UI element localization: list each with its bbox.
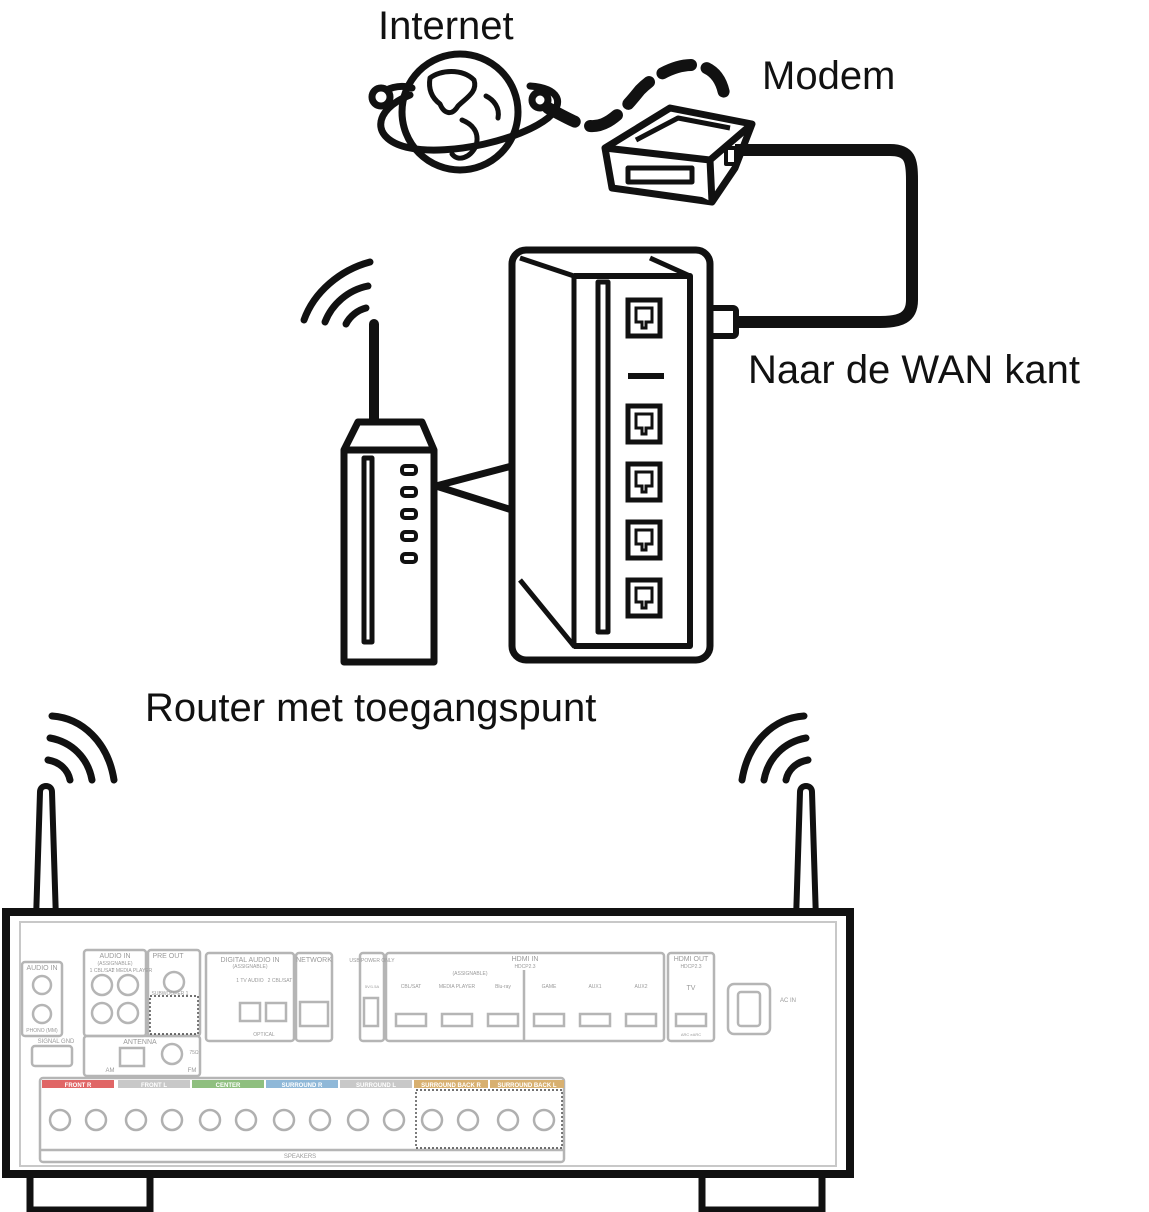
inactive-hatch — [149, 995, 563, 1149]
speaker-group-label: SURROUND BACK L — [498, 1083, 557, 1089]
hdmi-input-label: MEDIA PLAYER — [439, 984, 476, 990]
panel-label-cbl-sat-2: 2 CBL/SAT — [268, 978, 293, 984]
speaker-group-label: SURROUND L — [356, 1083, 396, 1089]
panel-label-speakers: SPEAKERS — [284, 1154, 316, 1160]
hdmi-input-label: AUX2 — [634, 984, 647, 990]
panel-label-phono: PHONO (MM) — [26, 1028, 58, 1034]
panel-label-assignable: (ASSIGNABLE) — [97, 961, 132, 967]
internet-link — [542, 59, 731, 132]
panel-label-tv: TV — [687, 985, 696, 992]
label-internet: Internet — [378, 4, 514, 48]
wan-cable — [735, 144, 918, 328]
panel-label-audio-assignable: AUDIO IN — [99, 953, 130, 960]
panel-label-pre-out: PRE OUT — [152, 953, 184, 960]
panel-label-network: NETWORK — [296, 957, 332, 964]
panel-label-subwoofer: SUBWOOFER 1 — [152, 991, 189, 997]
panel-label-cbl-sat: 1 CBL/SAT — [90, 968, 115, 974]
panel-label-hdcp: HDCP2.3 — [514, 964, 535, 970]
panel-label-fm: FM — [188, 1068, 197, 1074]
speaker-group-label: FRONT R — [65, 1083, 92, 1089]
panel-label-fm-ohm: 75Ω — [189, 1050, 199, 1056]
speaker-group-label: CENTER — [216, 1083, 241, 1089]
hdmi-input-label: CBL/SAT — [401, 984, 421, 990]
lan-port-icons — [625, 403, 663, 619]
hdmi-input-label: Blu-ray — [495, 984, 511, 990]
receiver-wifi-right-icon — [738, 712, 812, 784]
panel-label-ac-in: AC IN — [780, 998, 796, 1004]
speaker-color-bars — [42, 1080, 564, 1088]
panel-label-digital-audio: DIGITAL AUDIO IN — [220, 957, 279, 964]
hdmi-input-label: AUX1 — [588, 984, 601, 990]
receiver-feet — [26, 1168, 826, 1212]
globe-icon — [368, 50, 562, 174]
speaker-group-label: SURROUND R — [282, 1083, 323, 1089]
speaker-group-label: FRONT L — [141, 1083, 167, 1089]
speaker-group-labels: FRONT R FRONT L CENTER SURROUND R SURROU… — [65, 1083, 557, 1089]
panel-label-media-player: 2 MEDIA PLAYER — [112, 968, 153, 974]
modem-icon — [601, 104, 756, 206]
panel-label-hdmi-out: HDMI OUT — [674, 956, 709, 963]
receiver-wifi-left-icon — [44, 712, 118, 784]
panel-label-hdmi-in: HDMI IN — [512, 956, 539, 963]
wan-port-icon — [625, 297, 663, 339]
hdmi-input-label: GAME — [542, 984, 557, 990]
panel-label-tv-audio: 1 TV AUDIO — [236, 978, 264, 984]
panel-label-signal-gnd: SIGNAL GND — [38, 1039, 75, 1045]
panel-label-am: AM — [106, 1068, 115, 1074]
panel-label-optical: OPTICAL — [253, 1032, 275, 1038]
receiver-panel-text: AUDIO IN AUDIO IN (ASSIGNABLE) PRE OUT 1… — [26, 953, 796, 1160]
speaker-terminals — [48, 1108, 556, 1132]
panel-label-usb-rating: 5V/1.5A — [365, 984, 380, 989]
label-modem: Modem — [762, 54, 896, 98]
panel-label-hdmi-assignable: (ASSIGNABLE) — [452, 971, 487, 977]
router-port-panel — [508, 246, 714, 664]
router-wifi-icon — [300, 258, 374, 328]
panel-label-usb: USB POWER ONLY — [349, 958, 395, 964]
speaker-group-label: SURROUND BACK R — [421, 1083, 481, 1089]
panel-label-digital-assignable: (ASSIGNABLE) — [232, 964, 267, 970]
router-callout — [432, 462, 516, 514]
panel-label-antenna: ANTENNA — [123, 1039, 157, 1046]
panel-label-arc: ARC eARC — [681, 1032, 701, 1037]
panel-label-audio-in: AUDIO IN — [26, 965, 57, 972]
label-wan-side: Naar de WAN kant — [748, 348, 1080, 392]
label-router: Router met toegangspunt — [145, 686, 597, 730]
panel-label-hdmi-out-hdcp: HDCP2.3 — [680, 964, 701, 970]
receiver-rear-panel — [20, 948, 772, 1164]
router-icon — [340, 418, 438, 666]
